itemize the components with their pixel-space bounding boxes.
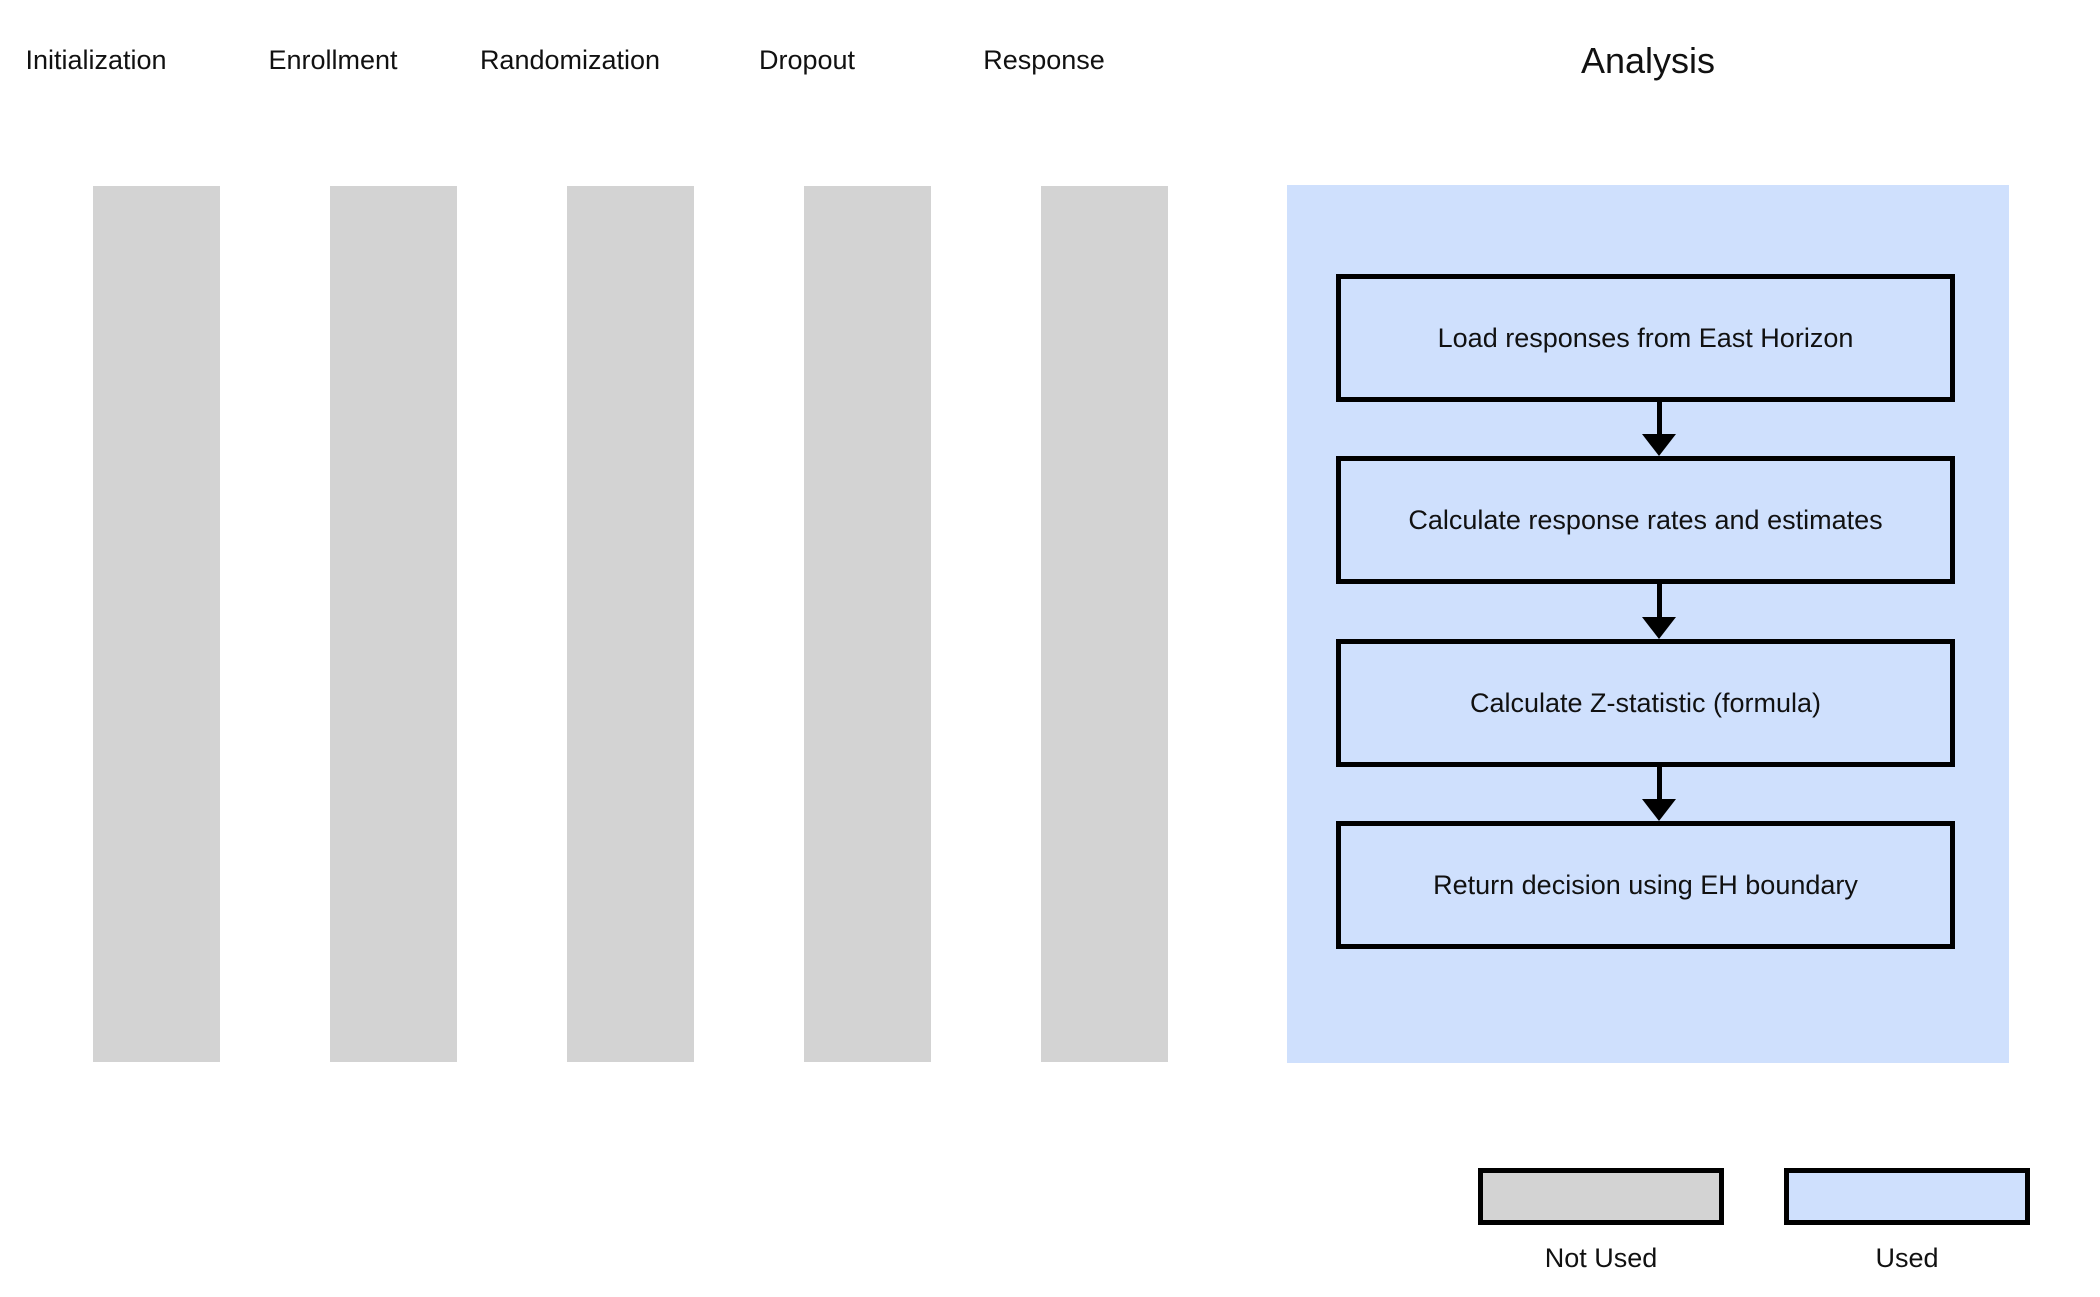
analysis-step-calculate-rates[interactable]: Calculate response rates and estimates [1336, 456, 1955, 584]
legend-swatch-used [1784, 1168, 2030, 1225]
analysis-title: Analysis [1580, 40, 1716, 81]
legend-swatch-not-used [1478, 1168, 1724, 1225]
flow-arrow-3 [1642, 767, 1676, 821]
flow-arrow-2 [1642, 584, 1676, 639]
stage-header-dropout: Dropout [758, 45, 856, 75]
stage-column-enrollment [330, 186, 457, 1062]
stage-header-randomization: Randomization [479, 45, 661, 75]
stage-column-randomization [567, 186, 694, 1062]
legend-item-not-used: Not Used [1478, 1168, 1724, 1274]
stage-column-response [1041, 186, 1168, 1062]
legend-item-used: Used [1784, 1168, 2030, 1274]
stage-header-enrollment: Enrollment [268, 45, 398, 75]
analysis-step-calculate-z-statistic[interactable]: Calculate Z-statistic (formula) [1336, 639, 1955, 767]
analysis-step-load-responses[interactable]: Load responses from East Horizon [1336, 274, 1955, 402]
flow-arrow-1 [1642, 402, 1676, 456]
analysis-step-return-decision[interactable]: Return decision using EH boundary [1336, 821, 1955, 949]
stage-header-response: Response [983, 45, 1105, 75]
legend-label-not-used: Not Used [1544, 1243, 1658, 1273]
stage-column-dropout [804, 186, 931, 1062]
stage-column-initialization [93, 186, 220, 1062]
legend-label-used: Used [1875, 1243, 1939, 1273]
stage-header-initialization: Initialization [25, 45, 167, 75]
